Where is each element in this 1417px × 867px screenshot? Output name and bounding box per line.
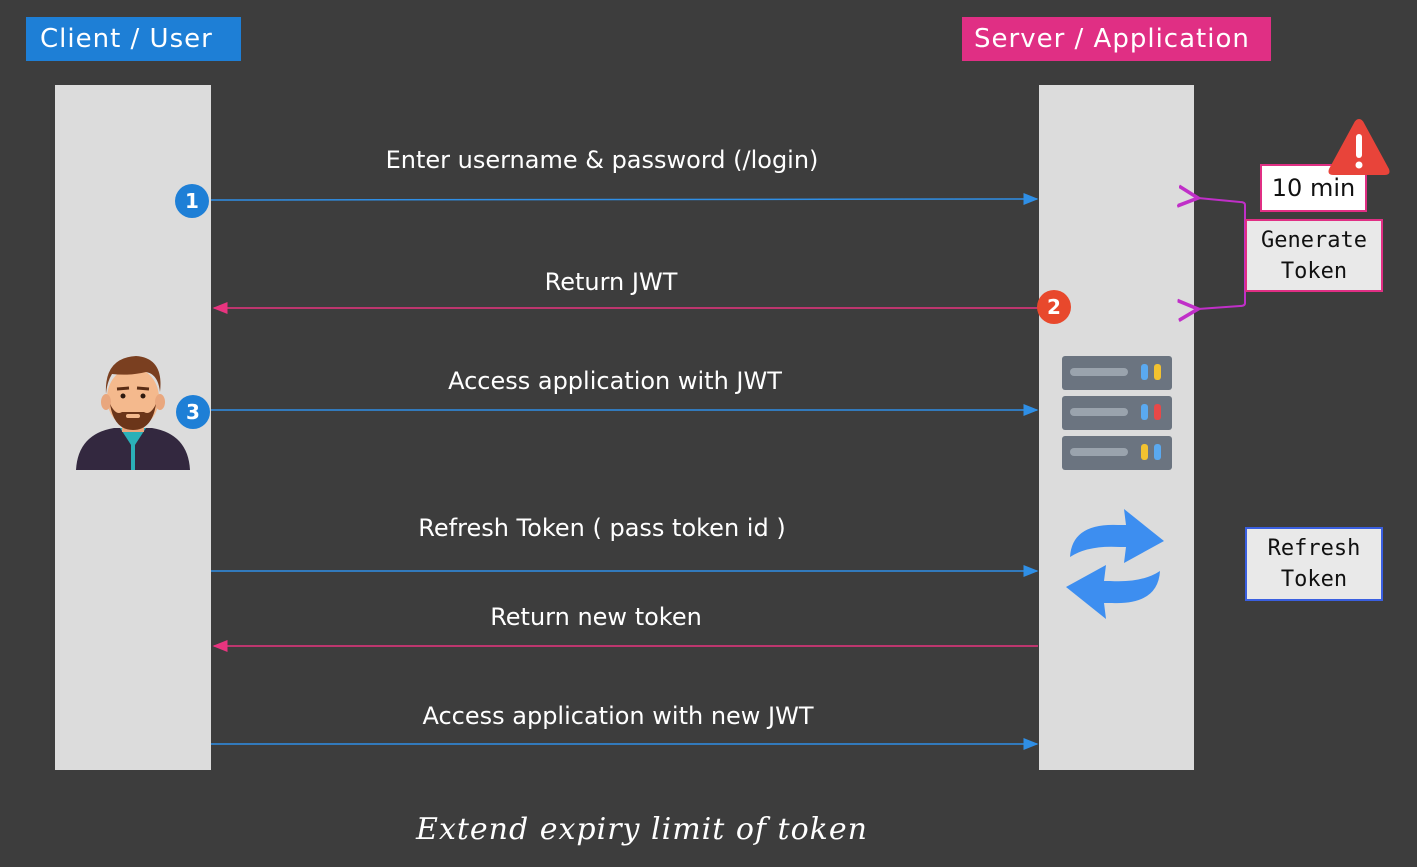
message-label: Return new token xyxy=(490,603,702,631)
message-label: Access application with new JWT xyxy=(422,702,814,730)
client-header: Client / User xyxy=(26,17,241,61)
generate-bracket-top xyxy=(1198,198,1246,205)
step-badge-3: 3 xyxy=(176,395,210,429)
message-label: Enter username & password (/login) xyxy=(385,146,819,174)
arrow-login xyxy=(210,193,1039,206)
user-avatar-icon xyxy=(76,356,190,470)
server-header: Server / Application xyxy=(962,17,1271,61)
server-rack-icon xyxy=(1062,356,1172,470)
message-label: Refresh Token ( pass token id ) xyxy=(418,514,786,542)
message-label: Access application with JWT xyxy=(448,367,782,395)
generate-token-line1: Generate xyxy=(1261,227,1367,253)
refresh-token-line2: Token xyxy=(1280,567,1348,592)
warning-icon xyxy=(1328,119,1390,175)
refresh-token-line1: Refresh xyxy=(1267,536,1361,561)
generate-bracket xyxy=(1198,205,1246,309)
step-badge-2: 2 xyxy=(1037,290,1071,324)
generate-token-box: Generate Token xyxy=(1245,219,1383,292)
refresh-token-box: Refresh Token xyxy=(1245,527,1383,601)
message-label: Return JWT xyxy=(544,268,678,296)
step-badge-1: 1 xyxy=(175,184,209,218)
generate-token-line2: Token xyxy=(1280,258,1348,284)
ttl-label: 10 min xyxy=(1271,174,1356,202)
caption: Extend expiry limit of token xyxy=(416,812,868,847)
refresh-arrows-icon xyxy=(1066,509,1164,619)
